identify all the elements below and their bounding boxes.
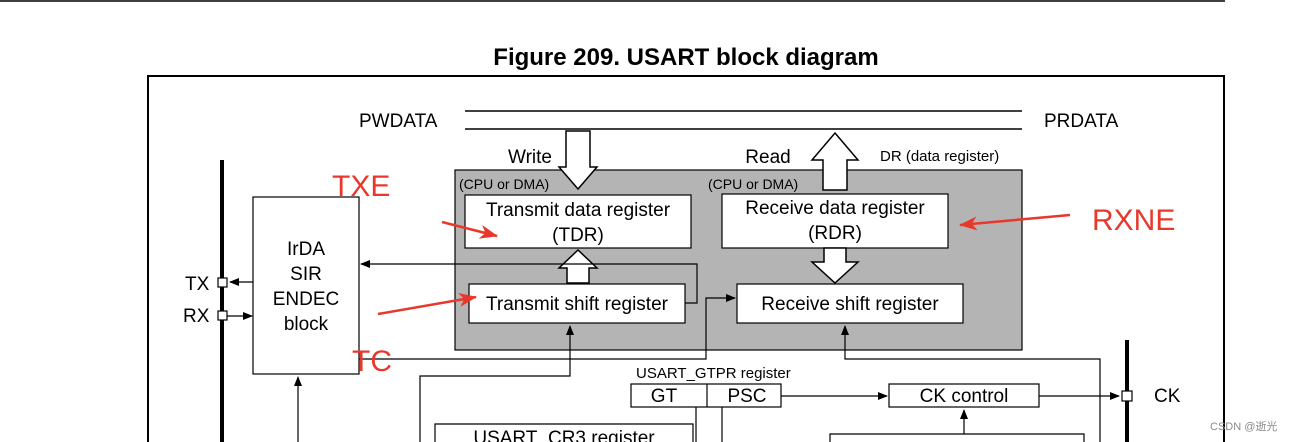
- rx-label: RX: [183, 306, 210, 327]
- tdr-abbrev: (TDR): [552, 225, 604, 246]
- dr-label: DR (data register): [880, 148, 999, 165]
- irda-to-rsr-line: [359, 294, 736, 360]
- tx-label: TX: [185, 274, 210, 295]
- tx-pin: [217, 277, 228, 288]
- rx-pin: [217, 310, 228, 321]
- prdata-label: PRDATA: [1044, 111, 1119, 132]
- diagram-frame: [147, 75, 1225, 442]
- tsr-label: Transmit shift register: [486, 294, 669, 315]
- irda-line4: block: [284, 314, 329, 335]
- rsr-label: Receive shift register: [761, 294, 939, 315]
- tsr-clock-line: [419, 325, 574, 442]
- ck-pin: [1121, 390, 1133, 402]
- cr3-label: USART_CR3 register: [473, 428, 655, 442]
- irda-line3: ENDEC: [273, 289, 340, 310]
- irda-block: [252, 196, 360, 375]
- write-source-label: (CPU or DMA): [459, 176, 549, 192]
- rxne-annotation: RXNE: [1092, 204, 1175, 237]
- write-arrow: [557, 130, 599, 191]
- rdr-abbrev: (RDR): [808, 223, 862, 244]
- cr3-box: [434, 423, 694, 442]
- rsr-rdr-arrow: [810, 247, 860, 285]
- read-source-label: (CPU or DMA): [708, 176, 798, 192]
- rdr-label: Receive data register: [745, 198, 925, 219]
- rdr-box: [721, 193, 949, 249]
- tc-annotation: TC: [352, 345, 392, 378]
- write-label: Write: [508, 147, 552, 168]
- irda-line2: SIR: [290, 264, 322, 285]
- gtpr-title: USART_GTPR register: [636, 365, 791, 382]
- psc-label: PSC: [727, 386, 766, 407]
- bottom-right-box: [829, 433, 1085, 442]
- gt-label: GT: [651, 386, 678, 407]
- ck-control-label: CK control: [920, 386, 1009, 407]
- tdr-label: Transmit data register: [486, 200, 671, 221]
- txe-annotation: TXE: [332, 170, 390, 203]
- rsr-clock-line: [841, 325, 1101, 442]
- read-arrow: [810, 131, 860, 191]
- txe-arrow: [441, 220, 498, 239]
- rsr-box: [736, 283, 964, 324]
- irda-line1: IrDA: [287, 239, 325, 260]
- tdr-tsr-arrow: [557, 248, 599, 284]
- watermark: CSDN @逝光: [1210, 419, 1277, 433]
- read-label: Read: [745, 147, 790, 168]
- tc-arrow: [377, 293, 477, 316]
- rxne-arrow: [959, 213, 1071, 231]
- pwdata-label: PWDATA: [359, 111, 438, 132]
- tsr-to-irda-line: [360, 260, 698, 304]
- ck-label: CK: [1154, 386, 1181, 407]
- figure-title: Figure 209. USART block diagram: [493, 44, 878, 71]
- tdr-box: [464, 194, 692, 249]
